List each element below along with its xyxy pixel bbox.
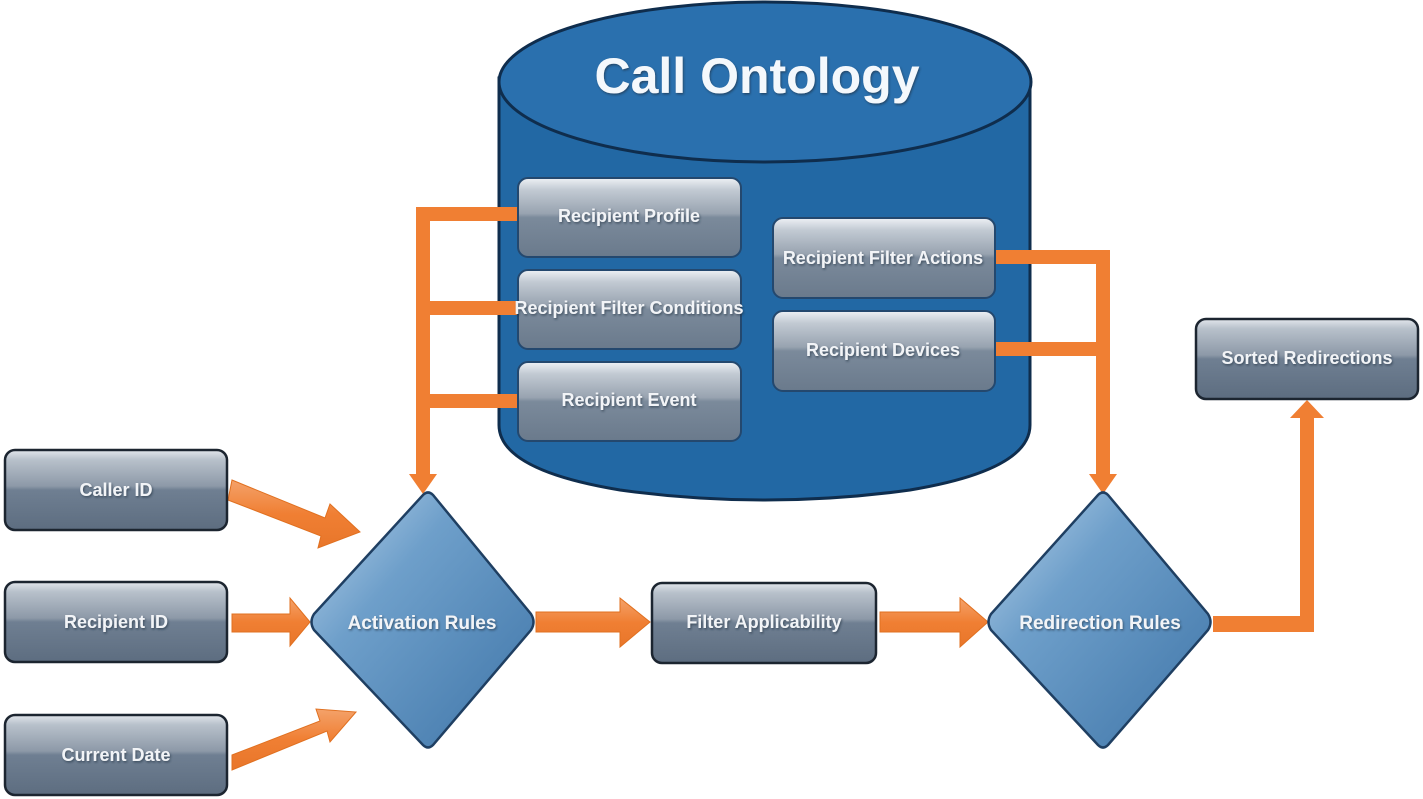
connector-filter-actions: [994, 250, 1110, 264]
decision-label: Activation Rules: [348, 613, 497, 634]
db-item-label: Recipient Event: [561, 390, 696, 410]
arrow-current-date: [231, 708, 358, 771]
decision-label: Redirection Rules: [1019, 613, 1181, 634]
arrowhead-down-activation: [409, 474, 437, 494]
arrow-activation-to-filter: [535, 596, 651, 649]
input-caller-id[interactable]: Caller ID: [3, 448, 229, 532]
arrow-filter-to-redirection: [879, 596, 989, 649]
redirection-rules-decision[interactable]: Redirection Rules: [987, 491, 1212, 749]
input-current-date[interactable]: Current Date: [3, 713, 229, 797]
arrow-recipient-id: [231, 596, 311, 648]
db-item-label: Recipient Filter Conditions: [514, 298, 743, 318]
output-label: Sorted Redirections: [1221, 348, 1392, 368]
input-label: Recipient ID: [64, 612, 168, 632]
arrowhead-down-redirection: [1089, 474, 1117, 494]
connector-filter-conditions: [416, 301, 518, 315]
input-label: Current Date: [61, 745, 170, 765]
output-sorted-redirections[interactable]: Sorted Redirections: [1194, 317, 1420, 401]
db-item-label: Recipient Filter Actions: [783, 248, 983, 268]
db-item-label: Recipient Devices: [806, 340, 960, 360]
activation-inputs-connector: [409, 207, 518, 494]
connector-devices: [994, 342, 1110, 356]
connector-event: [416, 394, 518, 408]
db-item-recipient-filter-actions[interactable]: Recipient Filter Actions: [772, 217, 996, 299]
arrow-redirection-to-sorted: [1213, 400, 1324, 632]
activation-rules-decision[interactable]: Activation Rules: [310, 491, 535, 749]
process-filter-applicability[interactable]: Filter Applicability: [650, 581, 878, 665]
connector-profile: [416, 207, 518, 221]
database-top: [497, 0, 1033, 164]
db-item-recipient-event[interactable]: Recipient Event: [517, 361, 742, 442]
input-label: Caller ID: [79, 480, 152, 500]
db-item-label: Recipient Profile: [558, 206, 700, 226]
process-label: Filter Applicability: [686, 612, 841, 632]
input-recipient-id[interactable]: Recipient ID: [3, 580, 229, 664]
redirection-inputs-connector: [994, 250, 1117, 494]
db-item-recipient-filter-conditions[interactable]: Recipient Filter Conditions: [514, 269, 744, 350]
connector-vertical-right: [1096, 250, 1110, 478]
db-item-recipient-devices[interactable]: Recipient Devices: [772, 310, 996, 392]
arrow-caller-id: [227, 479, 361, 549]
database-title: Call Ontology: [595, 48, 920, 104]
db-item-recipient-profile[interactable]: Recipient Profile: [517, 177, 742, 258]
connector-vertical-left: [416, 207, 430, 479]
